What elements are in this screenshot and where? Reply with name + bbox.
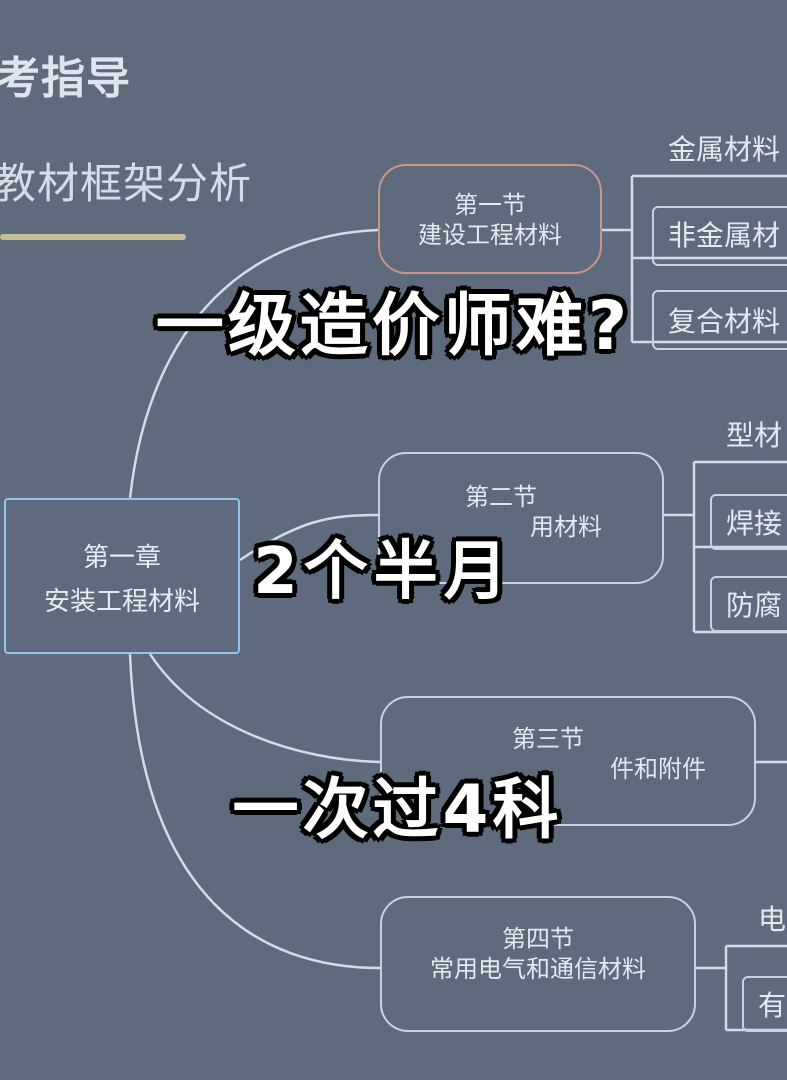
leaf-box (710, 494, 787, 550)
section-name: 用材料 (530, 513, 602, 541)
leaf-box (652, 206, 787, 266)
section-number: 第一节 (454, 191, 526, 219)
leaf-electric: 电 (758, 903, 787, 936)
leaf-composite-materials: 复合材料 (668, 305, 781, 338)
leaf-nonmetal-materials: 非金属材 (668, 219, 781, 252)
chapter-name: 安装工程材料 (43, 587, 200, 617)
chapter-number: 第一章 (82, 543, 161, 573)
leaf-profiles: 型材 (726, 419, 783, 452)
section-number: 第四节 (502, 925, 574, 953)
leaf-other: 有 (758, 989, 787, 1022)
leaf-box (652, 290, 787, 350)
leaf-box (710, 576, 787, 632)
section-number: 第三节 (512, 725, 584, 753)
subtitle-underline (0, 234, 186, 240)
section-name: 建设工程材料 (418, 221, 562, 249)
chapter-node: 第一章 安装工程材料 (4, 498, 240, 654)
leaf-metal-materials: 金属材料 (668, 133, 781, 166)
slide-title: 考指导 (0, 53, 131, 104)
overlay-headline: 一级造价师难? (155, 287, 632, 366)
section-node-4: 第四节 常用电气和通信材料 (380, 896, 696, 1032)
overlay-result: 一次过4科 (232, 771, 563, 848)
section-name: 常用电气和通信材料 (430, 955, 646, 983)
overlay-duration: 2个半月 (253, 535, 514, 609)
section-number: 第二节 (465, 483, 537, 511)
section-node-3: 第三节 件和附件 (380, 696, 756, 826)
leaf-welding: 焊接 (726, 507, 783, 540)
slide-subtitle: 教材框架分析 (0, 159, 253, 208)
section-name: 件和附件 (610, 755, 706, 783)
leaf-anticorrosion: 防腐 (726, 589, 783, 622)
leaf-box (742, 976, 787, 1032)
section-node-1: 第一节 建设工程材料 (378, 164, 602, 274)
section-node-2: 第二节 用材料 (378, 452, 664, 584)
